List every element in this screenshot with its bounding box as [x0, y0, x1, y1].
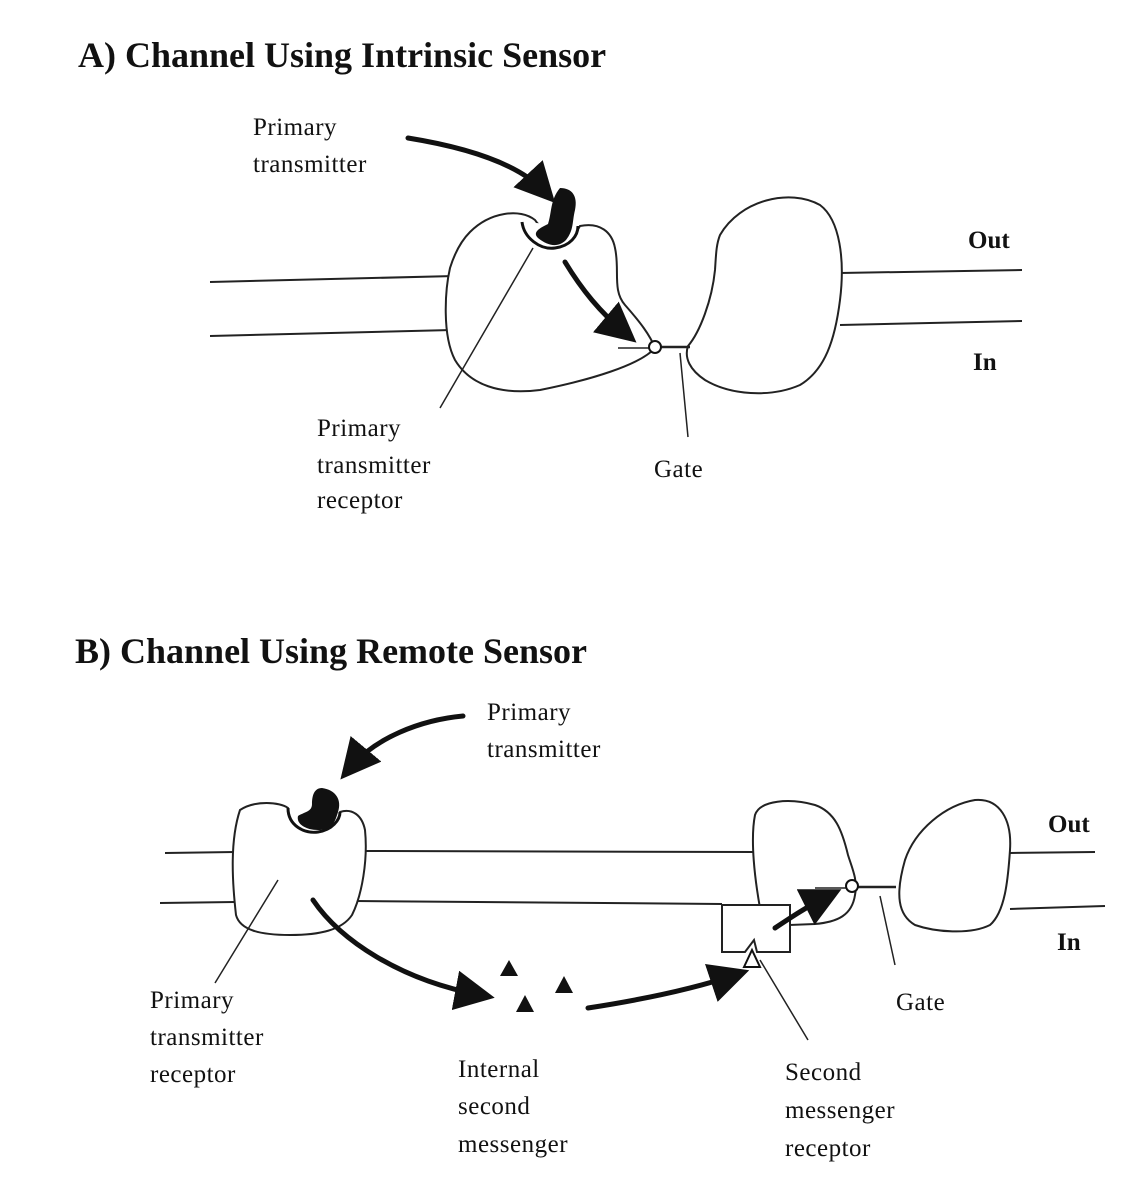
panel-a-receptor-line-2: transmitter	[317, 452, 431, 479]
panel-b-primary-transmitter-label: Primary transmitter	[487, 699, 601, 763]
panel-a-membrane-outer-left	[209, 275, 456, 283]
panel-a-conformation-arrow	[562, 259, 637, 343]
panel-a-receptor-leader	[439, 247, 534, 409]
panel-b-transmitter-line-2: transmitter	[487, 736, 601, 763]
panel-b-messenger-line-3: messenger	[458, 1131, 568, 1158]
panel-b-messenger-molecule-1	[500, 960, 518, 976]
panel-a: A) Channel Using Intrinsic Sensor Primar…	[78, 35, 1023, 514]
panel-b-transmitter-arrow	[340, 713, 466, 780]
panel-b-in-label: In	[1057, 929, 1081, 956]
panel-b-receptor-leader	[214, 879, 279, 984]
panel-b-second-messenger-label: Internal second messenger	[458, 1056, 568, 1158]
panel-b-sm-receptor-leader	[759, 959, 809, 1041]
panel-b: B) Channel Using Remote Sensor	[75, 631, 1106, 1162]
panel-b-channel-subunit-right	[898, 798, 1012, 933]
panel-b-gate-hinge	[845, 879, 859, 893]
panel-a-transmitter-line-2: transmitter	[253, 151, 367, 178]
panel-a-membrane-inner-left	[209, 329, 453, 337]
panel-a-gate-label: Gate	[654, 456, 703, 483]
panel-b-membrane-outer-right	[1009, 851, 1096, 854]
panel-a-receptor-line-1: Primary	[317, 415, 401, 442]
panel-a-in-label: In	[973, 349, 997, 376]
panel-b-gate-open-arrow	[772, 889, 842, 931]
panel-b-messenger-line-2: second	[458, 1093, 530, 1120]
panel-a-out-label: Out	[968, 227, 1010, 254]
panel-a-gate-leader	[679, 352, 689, 438]
panel-b-out-label: Out	[1048, 811, 1090, 838]
panel-b-messenger-bind-arrow	[585, 963, 750, 1011]
panel-a-channel-subunit-right	[685, 196, 843, 395]
panel-b-sm-receptor-line-2: messenger	[785, 1097, 895, 1124]
panel-a-primary-transmitter-label: Primary transmitter	[253, 114, 367, 178]
panel-b-receptor-line-2: transmitter	[150, 1024, 264, 1051]
panel-a-transmitter-line-1: Primary	[253, 114, 337, 141]
panel-b-receptor-line-1: Primary	[150, 987, 234, 1014]
panel-a-transmitter-arrow	[405, 135, 556, 203]
panel-b-transmitter-line-1: Primary	[487, 699, 571, 726]
panel-b-sm-receptor-line-3: receptor	[785, 1135, 871, 1162]
panel-b-sm-receptor-label: Second messenger receptor	[785, 1059, 902, 1162]
panel-b-messenger-release-arrow	[310, 897, 495, 1011]
panel-b-title: B) Channel Using Remote Sensor	[75, 631, 587, 671]
panel-a-receptor-label: Primary transmitter receptor	[317, 415, 438, 514]
panel-b-membrane-inner-right	[1009, 905, 1106, 910]
panel-b-transmitter-molecule	[297, 788, 340, 830]
panel-b-membrane-outer-left	[164, 851, 236, 854]
panel-a-title: A) Channel Using Intrinsic Sensor	[78, 35, 606, 75]
panel-b-gate-leader	[879, 895, 896, 966]
panel-b-receptor-label: Primary transmitter receptor	[150, 987, 271, 1088]
panel-b-membrane-inner-mid	[354, 900, 723, 905]
panel-b-messenger-molecule-3	[516, 995, 534, 1012]
panel-b-receptor-line-3: receptor	[150, 1061, 236, 1088]
panel-b-second-messenger-receptor	[721, 904, 791, 953]
panel-b-messenger-line-1: Internal	[458, 1056, 540, 1083]
panel-b-messenger-molecule-2	[555, 976, 573, 993]
panel-b-bound-messenger	[742, 947, 762, 968]
panel-b-gate-label: Gate	[896, 989, 945, 1016]
panel-b-membrane-inner-left	[159, 901, 236, 904]
panel-a-gate-hinge	[648, 340, 662, 354]
panel-b-sm-receptor-line-1: Second	[785, 1059, 862, 1086]
panel-a-membrane-inner-right	[839, 320, 1023, 326]
panel-a-membrane-outer-right	[839, 269, 1023, 274]
panel-a-receptor-line-3: receptor	[317, 487, 403, 514]
panel-b-membrane-outer-mid	[364, 850, 756, 853]
panel-a-transmitter-molecule	[535, 188, 576, 246]
